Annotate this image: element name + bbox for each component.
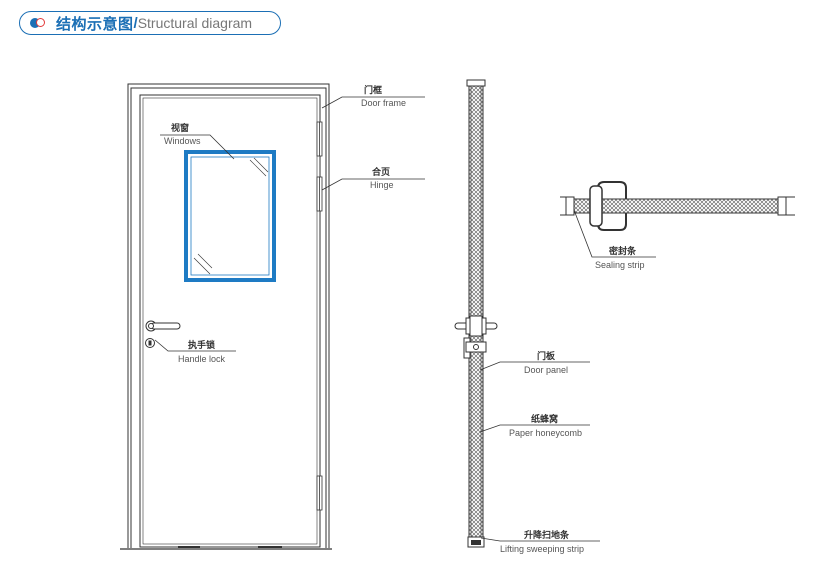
title-english: Structural diagram	[137, 15, 253, 31]
labels: 门框 Door frame 视窗 Windows 合页 Hinge 执手锁 Ha…	[164, 84, 645, 554]
handle-side-view	[454, 315, 498, 359]
label-lifting-strip-en: Lifting sweeping strip	[500, 544, 584, 554]
label-handle-lock-en: Handle lock	[178, 354, 226, 364]
label-paper-honeycomb-cn: 纸蜂窝	[531, 413, 558, 425]
vision-window	[184, 150, 276, 282]
hinge-front	[316, 121, 323, 511]
label-hinge-cn: 合页	[372, 166, 390, 178]
sealing-strip-detail	[560, 181, 795, 231]
label-door-frame-en: Door frame	[361, 98, 406, 108]
handle-lock-icon	[145, 320, 181, 348]
door-side-section	[454, 79, 498, 548]
door-leaf	[139, 94, 321, 548]
door-frame-outer	[127, 83, 330, 548]
label-handle-lock-cn: 执手锁	[188, 339, 215, 351]
section-title: 结构示意图 / Structural diagram	[19, 11, 281, 35]
bullet-icon	[30, 18, 48, 28]
title-chinese: 结构示意图	[56, 15, 134, 33]
door-leaf-inner	[142, 97, 318, 545]
title-separator: /	[133, 14, 138, 32]
label-sealing-strip-en: Sealing strip	[595, 260, 645, 270]
label-door-frame-cn: 门框	[364, 84, 382, 96]
leader-lines	[154, 96, 656, 542]
label-door-panel-en: Door panel	[524, 365, 568, 375]
label-hinge-en: Hinge	[370, 180, 394, 190]
door-frame-inner	[130, 87, 327, 548]
label-door-panel-cn: 门板	[537, 350, 556, 362]
label-paper-honeycomb-en: Paper honeycomb	[509, 428, 582, 438]
label-windows-cn: 视窗	[171, 122, 189, 134]
door-front-view	[120, 83, 332, 550]
label-lifting-strip-cn: 升降扫地条	[524, 529, 570, 541]
label-sealing-strip-cn: 密封条	[608, 245, 637, 257]
label-windows-en: Windows	[164, 136, 201, 146]
